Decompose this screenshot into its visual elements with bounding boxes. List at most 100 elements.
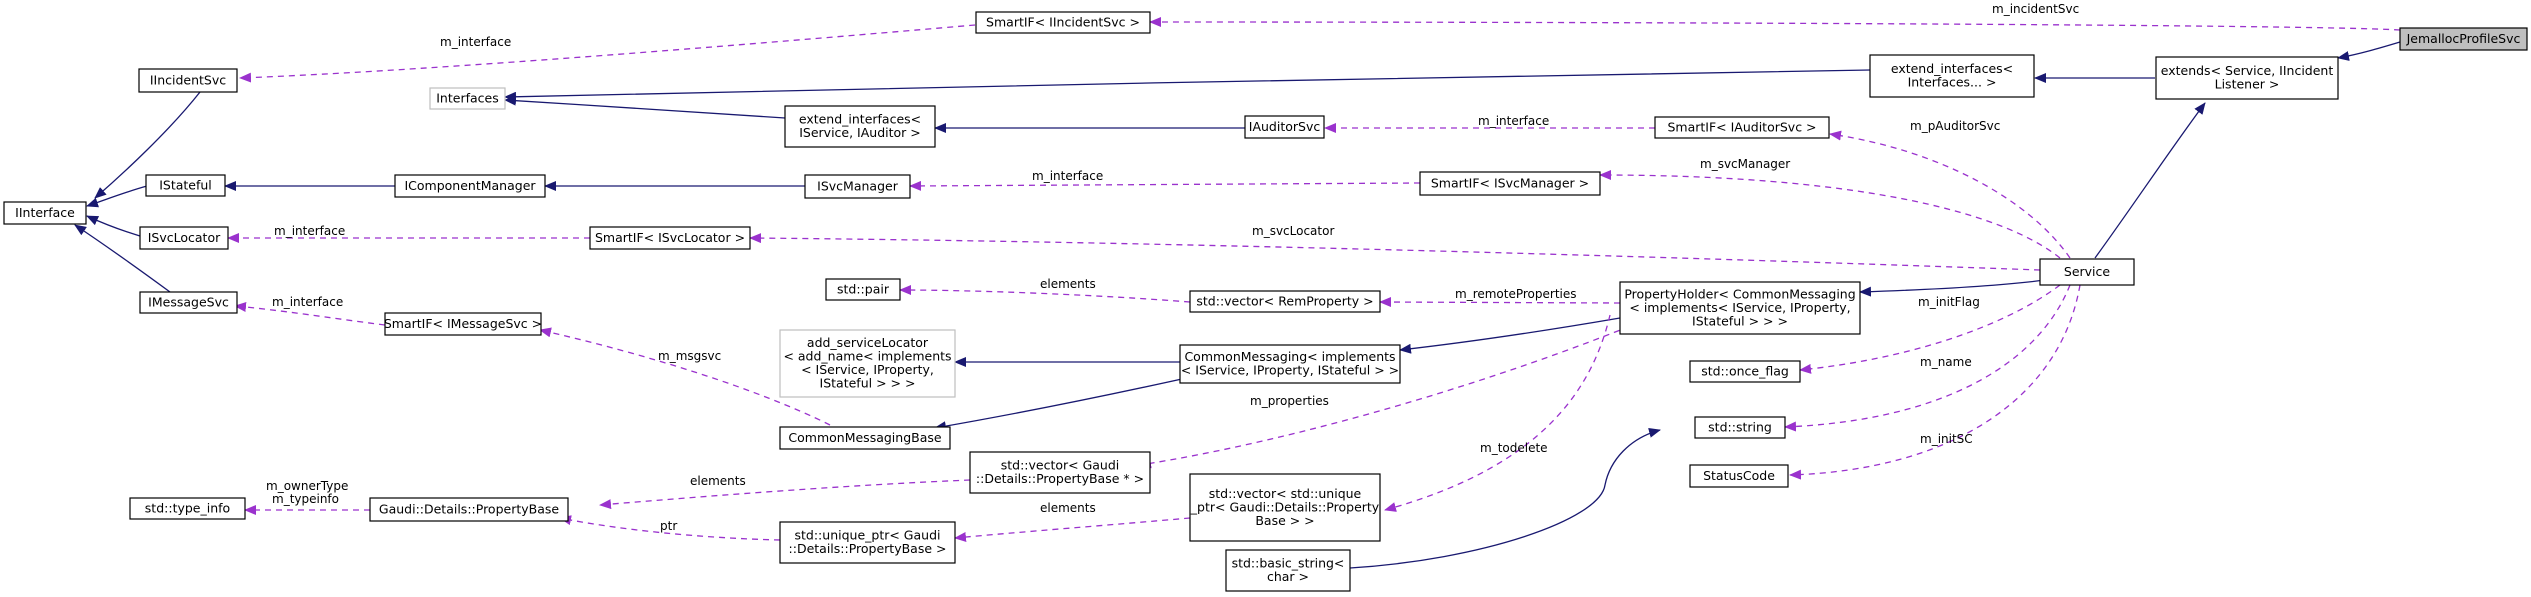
node-extend-interfaces-dots-label-line: extend_interfaces< [1891, 61, 2013, 76]
node-statuscode-box [1689, 464, 1789, 488]
edge-isvclocator-to-iinterface [86, 215, 141, 237]
node-isvcmanager[interactable]: ISvcManager [804, 174, 911, 199]
node-interfaces-box [429, 87, 506, 110]
label-m-interface-auditor: m_interface [1478, 114, 1549, 128]
node-smartif-imessagesvc-box [384, 312, 542, 336]
node-iauditorsvc-label-line: IAuditorSvc [1249, 119, 1321, 134]
node-smartif-isvclocator-label-line: SmartIF< ISvcLocator > [595, 230, 745, 245]
edge-svclocator-usage [749, 233, 2041, 271]
node-commonmessagingbase-box [779, 426, 951, 450]
node-smartif-isvclocator[interactable]: SmartIF< ISvcLocator > [589, 226, 751, 250]
label-m-remoteproperties: m_remoteProperties [1455, 287, 1577, 301]
node-add-servicelocator[interactable]: add_serviceLocator< add_name< implements… [779, 329, 956, 398]
node-extend-interfaces-iservice-iauditor-label-line: IService, IAuditor > [799, 125, 921, 140]
edge-service-to-extends [2094, 102, 2206, 259]
label-elements-unique: elements [1040, 501, 1096, 515]
node-std-string[interactable]: std::string [1694, 416, 1786, 439]
node-extend-interfaces-iservice-iauditor[interactable]: extend_interfaces<IService, IAuditor > [784, 105, 936, 148]
node-extend-interfaces-dots[interactable]: extend_interfaces<Interfaces... > [1869, 54, 2035, 98]
node-jemalloc-profile-svc-box [2399, 27, 2528, 51]
label-m-incidentsvc: m_incidentSvc [1992, 2, 2079, 16]
node-std-once-flag[interactable]: std::once_flag [1689, 360, 1801, 383]
node-std-pair-box [825, 278, 901, 301]
node-extend-interfaces-iservice-iauditor-label-line: extend_interfaces< [799, 112, 921, 127]
node-isvclocator-box [139, 226, 229, 250]
label-m-svclocator: m_svcLocator [1252, 224, 1334, 238]
node-propertyholder-label-line: < implements< IService, IProperty, [1629, 300, 1850, 315]
node-std-once-flag-label-line: std::once_flag [1701, 363, 1789, 378]
node-gaudi-details-propertybase[interactable]: Gaudi::Details::PropertyBase [369, 497, 569, 522]
edge-elements-unique-usage [954, 517, 1191, 542]
node-std-unique-ptr-propertybase-label-line: ::Details::PropertyBase > [789, 541, 947, 556]
node-smartif-iauditorsvc[interactable]: SmartIF< IAuditorSvc > [1654, 116, 1830, 139]
node-statuscode[interactable]: StatusCode [1689, 464, 1789, 488]
edge-svcmanager-usage [1599, 170, 2061, 259]
node-isvclocator[interactable]: ISvcLocator [139, 226, 229, 250]
node-smartif-isvcmanager-label-line: SmartIF< ISvcManager > [1431, 175, 1589, 190]
node-std-unique-ptr-propertybase[interactable]: std::unique_ptr< Gaudi::Details::Propert… [779, 521, 956, 564]
node-service[interactable]: Service [2039, 258, 2135, 286]
node-imessagesvc-label-line: IMessageSvc [148, 294, 229, 309]
node-istateful-box [145, 174, 226, 197]
node-istateful-label-line: IStateful [159, 177, 212, 192]
node-std-vector-unique-ptr-propertybase-label-line: Base > > [1255, 513, 1314, 528]
node-smartif-isvcmanager[interactable]: SmartIF< ISvcManager > [1419, 171, 1601, 196]
node-std-string-label-line: std::string [1708, 419, 1772, 434]
node-iinterface[interactable]: IInterface [3, 201, 87, 225]
node-std-basic-string-char-label-line: char > [1267, 569, 1309, 584]
node-smartif-iauditorsvc-label-line: SmartIF< IAuditorSvc > [1667, 119, 1816, 134]
node-isvcmanager-label-line: ISvcManager [817, 178, 899, 193]
node-std-unique-ptr-propertybase-box [779, 521, 956, 564]
node-iincidentsvc-label-line: IIncidentSvc [150, 72, 226, 87]
node-std-vector-unique-ptr-propertybase-label-line: std::vector< std::unique [1209, 486, 1362, 501]
node-commonmessagingbase[interactable]: CommonMessagingBase [779, 426, 951, 450]
edge-istateful-to-iinterface [86, 185, 148, 208]
node-add-servicelocator-label-line: < add_name< implements [783, 349, 951, 364]
node-iincidentsvc[interactable]: IIncidentSvc [138, 68, 238, 93]
node-smartif-imessagesvc[interactable]: SmartIF< IMessageSvc > [384, 312, 542, 336]
node-std-basic-string-char[interactable]: std::basic_string<char > [1225, 549, 1351, 592]
node-commonmessaging-label-line: CommonMessaging< implements [1184, 349, 1395, 364]
edge-ptr-usage [559, 515, 781, 541]
node-std-type-info-label-line: std::type_info [145, 500, 230, 515]
edge-interface-incident-usage [239, 24, 976, 83]
node-imessagesvc[interactable]: IMessageSvc [139, 291, 238, 314]
node-std-pair-label-line: std::pair [837, 281, 890, 296]
node-istateful[interactable]: IStateful [145, 174, 226, 197]
node-jemalloc-profile-svc[interactable]: JemallocProfileSvc [2399, 27, 2528, 51]
node-std-basic-string-char-box [1225, 549, 1351, 592]
edge-service-to-propertyholder [1859, 279, 2046, 297]
node-std-pair[interactable]: std::pair [825, 278, 901, 301]
node-smartif-iincidentsvc[interactable]: SmartIF< IIncidentSvc > [975, 11, 1151, 34]
node-commonmessaging[interactable]: CommonMessaging< implements< IService, I… [1179, 344, 1401, 384]
node-smartif-iauditorsvc-box [1654, 116, 1830, 139]
edge-extendinterfaces-to-interfaces [504, 69, 1871, 102]
node-std-vector-propertybase-ptr[interactable]: std::vector< Gaudi::Details::PropertyBas… [969, 451, 1151, 494]
node-std-vector-unique-ptr-propertybase[interactable]: std::vector< std::unique_ptr< Gaudi::Det… [1189, 473, 1381, 542]
node-interfaces[interactable]: Interfaces [429, 87, 506, 110]
edge-elements-propbase-ptr-usage [599, 479, 971, 510]
node-std-vector-remproperty[interactable]: std::vector< RemProperty > [1189, 290, 1381, 313]
edge-jemalloc-to-extends [2337, 41, 2401, 61]
label-m-properties: m_properties [1250, 394, 1329, 408]
node-gaudi-details-propertybase-box [369, 497, 569, 522]
node-std-string-box [1694, 416, 1786, 439]
node-propertyholder-label-line: PropertyHolder< CommonMessaging [1624, 286, 1855, 301]
node-icomponentmanager[interactable]: IComponentManager [394, 174, 546, 198]
node-std-type-info[interactable]: std::type_info [129, 497, 246, 520]
node-std-vector-unique-ptr-propertybase-box [1189, 473, 1381, 542]
edge-elements-pair-usage [899, 285, 1191, 303]
node-extend-interfaces-dots-label-line: Interfaces... > [1908, 75, 1997, 90]
node-iauditorsvc[interactable]: IAuditorSvc [1244, 115, 1325, 139]
node-propertyholder-label-line: IStateful > > > [1692, 313, 1788, 328]
node-extend-interfaces-dots-box [1869, 54, 2035, 98]
label-elements-pair: elements [1040, 277, 1096, 291]
edge-extendauditor-to-interfaces [504, 95, 786, 119]
node-service-box [2039, 258, 2135, 286]
node-statuscode-label-line: StatusCode [1703, 468, 1775, 483]
edge-propertyholder-to-commonmessaging [1399, 317, 1621, 354]
node-propertyholder[interactable]: PropertyHolder< CommonMessaging< impleme… [1619, 281, 1861, 335]
label-elements-propbase-ptr: elements [690, 474, 746, 488]
